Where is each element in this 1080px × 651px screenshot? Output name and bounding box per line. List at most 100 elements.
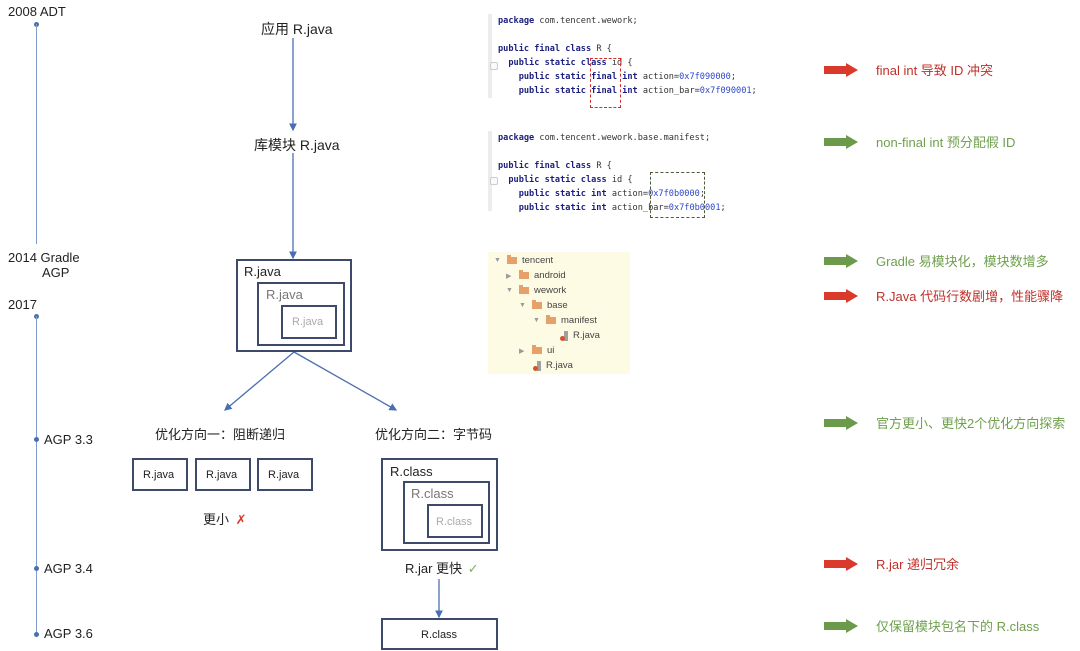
tree-item-label: R.java: [573, 330, 600, 341]
arrow-to-direction2: [293, 351, 398, 411]
note-rjava-lines-surge: R.Java 代码行数剧增，性能骤降: [824, 286, 1063, 305]
expanded-arrow-icon[interactable]: ▼: [519, 302, 526, 309]
highlight-final-red: [590, 58, 621, 108]
direction1-box: R.java: [195, 458, 251, 491]
code-package-name: com.tencent.wework.base.manifest;: [534, 133, 711, 143]
note-official-directions: 官方更小、更快2个优化方向探索: [824, 413, 1065, 432]
direction2-result-text: R.jar 更快: [405, 561, 463, 576]
timeline-line: [35, 316, 37, 636]
timeline-dot: [34, 437, 39, 442]
expanded-arrow-icon[interactable]: ▼: [506, 287, 513, 294]
r-class-outer-label: R.class: [390, 464, 433, 479]
direction2-title: 优化方向二：字节码: [375, 427, 493, 442]
code-text: ;: [751, 86, 757, 96]
timeline-label-agp36: AGP 3.6: [44, 626, 93, 641]
r-class-inner-label: R.class: [436, 516, 473, 528]
r-java-inner-box: R.java: [281, 305, 337, 339]
collapsed-arrow-icon[interactable]: ▶: [519, 347, 525, 355]
code-keyword: public static int: [518, 189, 607, 199]
code-keyword: package: [498, 133, 535, 143]
tree-item-ui[interactable]: ▶ ui: [519, 343, 554, 358]
expanded-arrow-icon[interactable]: ▼: [533, 317, 540, 324]
tree-item-android[interactable]: ▶android: [506, 268, 566, 283]
lib-r-java-label: 库模块 R.java: [254, 137, 340, 153]
note-text: R.jar 递归冗余: [876, 557, 960, 572]
code-text: R {: [591, 44, 612, 54]
code-field-name: action=: [637, 72, 680, 82]
direction1-title: 优化方向一：阻断递归: [155, 427, 286, 442]
code-text: ;: [720, 203, 726, 213]
green-arrow-icon: [824, 134, 860, 149]
java-file-icon: [533, 360, 541, 371]
timeline-label-2017: 2017: [8, 297, 37, 312]
timeline-label-2008: 2008 ADT: [8, 4, 66, 19]
direction1-box-label: R.java: [143, 469, 175, 481]
tree-item-r-java[interactable]: R.java: [560, 328, 600, 343]
tree-item-r-java[interactable]: R.java: [533, 358, 573, 373]
highlight-id-green: [650, 172, 705, 218]
note-rjar-redundant: R.jar 递归冗余: [824, 554, 959, 573]
tree-item-label: ui: [547, 345, 555, 356]
timeline-label-agp33: AGP 3.3: [44, 432, 93, 447]
code-text: id {: [606, 175, 633, 185]
direction2-result: R.jar 更快 ✓: [405, 558, 479, 577]
code-package-name: com.tencent.wework;: [534, 16, 638, 26]
r-class-inner-box: R.class: [427, 504, 483, 538]
note-non-final-int: non-final int 预分配假 ID: [824, 132, 1015, 151]
note-text: 仅保留模块包名下的 R.class: [876, 619, 1040, 634]
tree-item-base[interactable]: ▼ base: [519, 298, 568, 313]
fold-icon[interactable]: [490, 62, 498, 70]
tree-item-manifest[interactable]: ▼manifest: [533, 313, 597, 328]
code-keyword: public static class: [508, 58, 607, 68]
project-file-tree: ▼ tencent ▶android ▼ wework ▼ base ▼manifes…: [488, 252, 630, 374]
code-keyword: public static class: [508, 175, 607, 185]
tree-item-label: wework: [534, 285, 567, 296]
code-field-name: action_bar=: [637, 86, 700, 96]
note-keep-module-rclass: 仅保留模块包名下的 R.class: [824, 616, 1039, 635]
timeline-line: [35, 24, 37, 244]
timeline-label-agp: AGP: [42, 265, 70, 280]
direction1-result-text: 更小: [203, 512, 230, 527]
tree-item-label: R.java: [546, 360, 573, 371]
arrow-to-direction1: [224, 351, 295, 411]
tree-item-tencent[interactable]: ▼ tencent: [494, 253, 553, 268]
fold-icon[interactable]: [490, 177, 498, 185]
tree-item-wework[interactable]: ▼ wework: [506, 283, 566, 298]
code-snippet-1: package com.tencent.wework; public final…: [488, 14, 778, 98]
r-java-middle-label: R.java: [266, 287, 303, 302]
java-file-icon: [560, 330, 568, 341]
code-field-value: 0x7f090001: [699, 86, 752, 96]
code-field-value: 0x7f090000: [679, 72, 731, 82]
expanded-arrow-icon[interactable]: ▼: [494, 257, 501, 264]
red-arrow-icon: [824, 62, 860, 77]
tree-item-label: tencent: [522, 255, 554, 266]
code-text: ;: [699, 189, 706, 199]
red-arrow-icon: [824, 288, 860, 303]
r-class-middle-label: R.class: [411, 486, 454, 501]
note-final-int-conflict: final int 导致 ID 冲突: [824, 60, 993, 79]
green-arrow-icon: [824, 415, 860, 430]
code-keyword: package: [498, 16, 535, 26]
folder-icon: [519, 285, 529, 294]
timeline-dot: [34, 632, 39, 637]
direction1-result: 更小 ✗: [203, 509, 247, 528]
cross-icon: ✗: [235, 512, 247, 527]
r-class-final-label: R.class: [421, 629, 458, 641]
app-r-java-label: 应用 R.java: [261, 21, 333, 37]
direction1-box-label: R.java: [206, 469, 238, 481]
note-text: 官方更小、更快2个优化方向探索: [876, 416, 1066, 431]
code-keyword: public final class: [498, 44, 592, 54]
folder-icon: [532, 345, 542, 354]
tree-item-label: base: [547, 300, 568, 311]
code-keyword: public static int: [518, 203, 607, 213]
collapsed-arrow-icon[interactable]: ▶: [506, 272, 512, 280]
code-text: id {: [606, 58, 633, 68]
r-class-final-box: R.class: [381, 618, 498, 650]
note-text: Gradle 易模块化，模块数增多: [876, 254, 1049, 269]
direction1-box-label: R.java: [268, 469, 300, 481]
direction1-box: R.java: [257, 458, 313, 491]
code-field-name: action=: [606, 189, 649, 199]
folder-icon: [532, 300, 542, 309]
r-java-outer-label: R.java: [244, 264, 281, 279]
r-java-inner-label: R.java: [292, 316, 324, 328]
